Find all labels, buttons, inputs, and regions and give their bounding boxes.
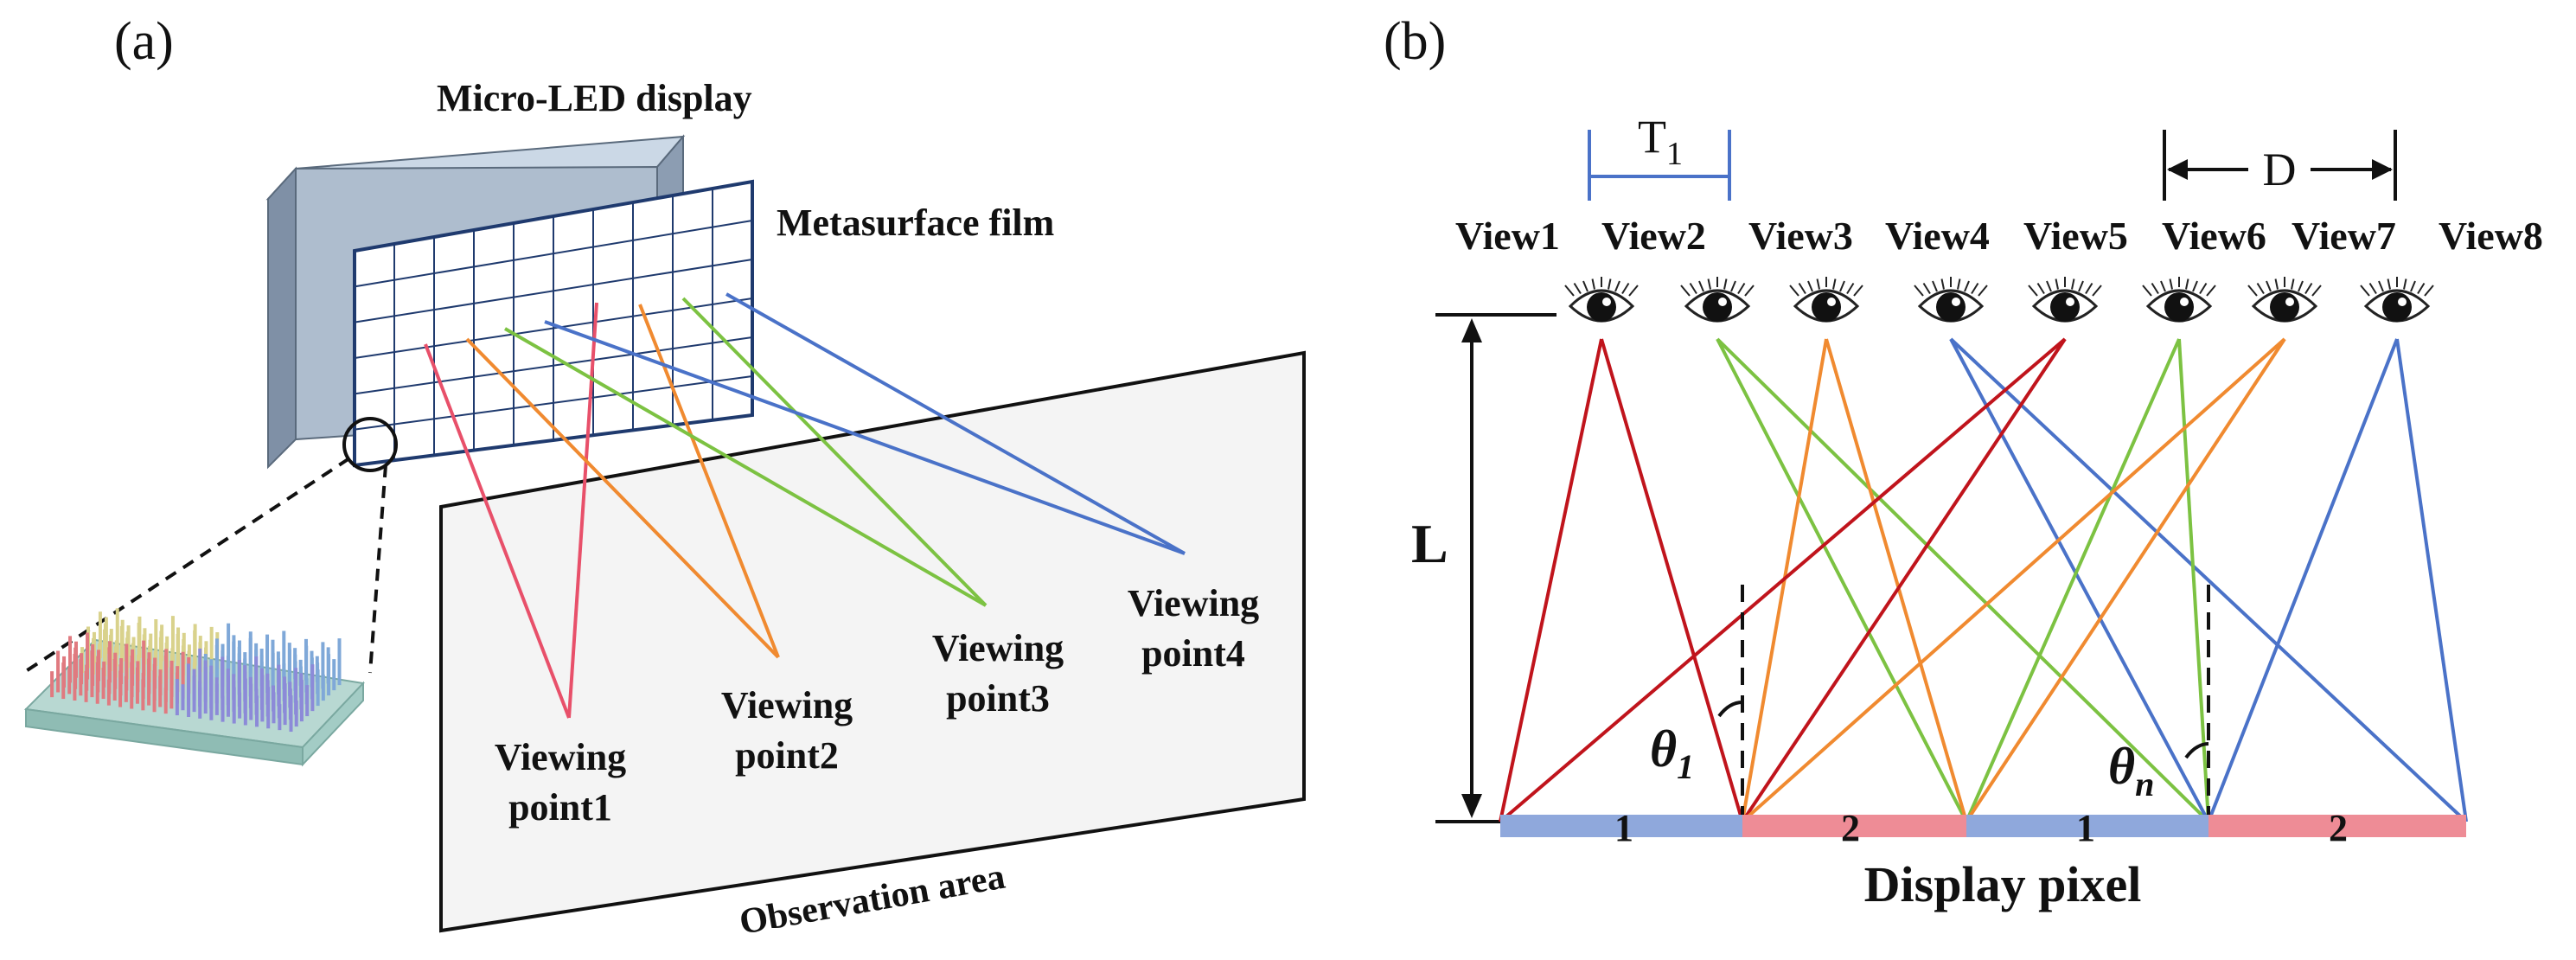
viewing-point3-line2: point3 xyxy=(946,677,1050,720)
display-pixel-bar xyxy=(1500,815,2466,837)
film-grid-row xyxy=(354,220,753,288)
eye-icon xyxy=(2028,277,2102,323)
nanopillar-inset xyxy=(23,608,366,767)
thetan-label: θn xyxy=(2108,738,2154,803)
pixel-segment-3 xyxy=(1966,815,2208,837)
eye-icon xyxy=(1680,277,1755,323)
zoom-dash-left xyxy=(24,457,351,673)
viewing-point4-line2: point4 xyxy=(1141,632,1245,675)
eye-icon xyxy=(2142,277,2216,323)
zoom-dash-right xyxy=(368,464,387,674)
view3-label: View3 xyxy=(1748,214,1853,258)
display-pixel-label: Display pixel xyxy=(1864,856,2142,912)
theta1-arc xyxy=(1717,701,1743,718)
eye-icon xyxy=(1789,277,1863,323)
d-bracket xyxy=(2163,130,2397,201)
pixel-number-4: 2 xyxy=(2329,807,2348,849)
viewing-point2-line2: point2 xyxy=(735,734,839,777)
panel-b-label: (b) xyxy=(1384,12,1446,71)
pixel-segment-4 xyxy=(2208,815,2466,837)
l-label: L xyxy=(1411,513,1448,574)
eye-icon xyxy=(2360,277,2434,323)
film-grid-row xyxy=(354,375,753,431)
viewing-point2-line1: Viewing xyxy=(721,684,853,726)
pixel-segment-1 xyxy=(1500,815,1742,837)
d-label: D xyxy=(2263,144,2297,195)
pixel-number-1: 1 xyxy=(1614,807,1633,849)
t1-label: T1 xyxy=(1638,111,1683,172)
l-dimension xyxy=(1435,313,1556,823)
eye-icon xyxy=(1914,277,1988,323)
pixel-number-3: 1 xyxy=(2076,807,2095,849)
beam-lines-a xyxy=(424,292,1186,719)
t1-bracket xyxy=(1588,130,1731,201)
metasurface-film-label: Metasurface film xyxy=(777,202,1054,244)
panel-a-label: (a) xyxy=(114,12,174,71)
eye-icon xyxy=(2247,277,2322,323)
film-grid-row xyxy=(354,259,753,323)
thetan-arc xyxy=(2184,742,2209,759)
viewing-point1-line2: point1 xyxy=(508,786,612,829)
film-grid-row xyxy=(354,336,753,395)
view6-label: View6 xyxy=(2162,214,2266,258)
viewing-point3-line1: Viewing xyxy=(932,627,1064,669)
eye-row xyxy=(1564,277,2434,323)
view2-label: View2 xyxy=(1601,214,1706,258)
film-grid-row xyxy=(354,298,753,359)
pixel-number-2: 2 xyxy=(1841,807,1860,849)
viewing-point4-line1: Viewing xyxy=(1128,582,1259,624)
eye-icon xyxy=(1564,277,1639,323)
theta1-label: θ1 xyxy=(1650,720,1694,786)
view7-label: View7 xyxy=(2292,214,2396,258)
view1-label: View1 xyxy=(1455,214,1560,258)
view5-label: View5 xyxy=(2023,214,2128,258)
viewing-point1-line1: Viewing xyxy=(495,736,626,778)
view4-label: View4 xyxy=(1885,214,1990,258)
pixel-segment-2 xyxy=(1742,815,1966,837)
zoom-circle xyxy=(342,417,398,472)
ray-lines-b xyxy=(1499,337,2468,823)
micro-led-display-label: Micro-LED display xyxy=(437,77,752,119)
view8-label: View8 xyxy=(2439,214,2543,258)
